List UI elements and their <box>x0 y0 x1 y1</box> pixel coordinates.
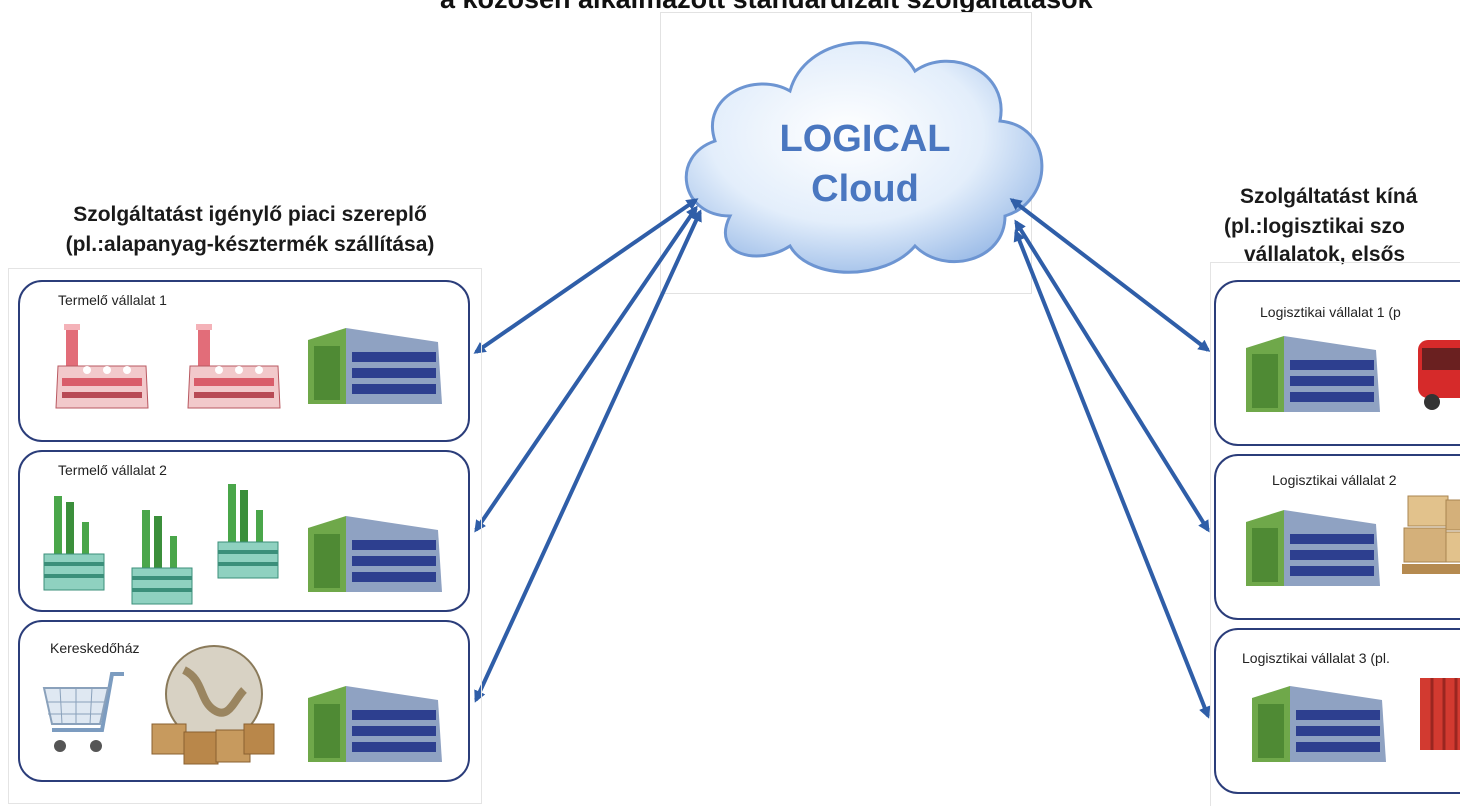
office-building-icon <box>1252 686 1386 762</box>
logistics-company-3-box: Logisztikai vállalat 3 (pl. <box>1214 628 1460 794</box>
diagram-headline: a közösen alkalmazott standardizált szol… <box>440 0 1320 14</box>
trading-house-label: Kereskedőház <box>50 640 140 656</box>
logistics-company-2-label: Logisztikai vállalat 2 <box>1272 472 1397 488</box>
cloud-icon <box>684 41 1044 274</box>
factory-icon <box>55 324 149 409</box>
producer-company-2-label: Termelő vállalat 2 <box>58 462 167 478</box>
arrow-cloud-right-3 <box>1013 229 1211 719</box>
office-building-icon <box>1246 510 1380 586</box>
arrow-cloud-left-3 <box>474 209 702 703</box>
producer-company-1-label: Termelő vállalat 1 <box>58 292 167 308</box>
office-building-icon <box>308 328 442 404</box>
left-group-title-line1: Szolgáltatást igénylő piaci szereplő <box>73 203 427 226</box>
arrow-cloud-left-1 <box>473 198 699 354</box>
trading-house-box: Kereskedőház <box>18 620 470 782</box>
logistics-company-3-label: Logisztikai vállalat 3 (pl. <box>1242 650 1390 666</box>
container-icon <box>1420 678 1460 750</box>
arrow-cloud-right-1 <box>1009 198 1211 352</box>
right-group-title-line2: (pl.:logisztikai szo <box>1224 215 1405 238</box>
pallet-boxes-icon <box>1402 495 1460 574</box>
office-building-icon <box>1246 336 1380 412</box>
logistics-company-1-label: Logisztikai vállalat 1 (p <box>1260 304 1401 320</box>
office-building-icon <box>308 516 442 592</box>
producer-company-2-box: Termelő vállalat 2 <box>18 450 470 612</box>
green-factory-icon <box>43 496 105 591</box>
green-factory-icon <box>131 510 193 605</box>
cloud-title-line1: LOGICAL <box>779 118 951 160</box>
arrow-cloud-right-2 <box>1014 219 1210 533</box>
right-group-panel: Logisztikai vállalat 1 (p Logisztikai vá… <box>1210 262 1460 806</box>
truck-icon <box>1418 340 1460 410</box>
shopping-cart-icon <box>42 672 124 752</box>
producer-company-1-box: Termelő vállalat 1 <box>18 280 470 442</box>
arrow-cloud-left-2 <box>474 205 698 533</box>
globe-boxes-icon <box>151 645 275 765</box>
logistics-company-1-box: Logisztikai vállalat 1 (p <box>1214 280 1460 446</box>
factory-icon <box>187 324 281 409</box>
left-group-panel <box>8 268 482 804</box>
green-factory-icon <box>217 484 279 579</box>
cloud-title-line2: Cloud <box>811 168 919 210</box>
left-group-title-line2: (pl.:alapanyag-késztermék szállítása) <box>65 233 435 256</box>
right-group-title-line1: Szolgáltatást kíná <box>1240 185 1418 208</box>
office-building-icon <box>308 686 442 762</box>
logistics-company-2-box: Logisztikai vállalat 2 <box>1214 454 1460 620</box>
right-group-title-line3: vállalatok, elsős <box>1244 243 1406 266</box>
